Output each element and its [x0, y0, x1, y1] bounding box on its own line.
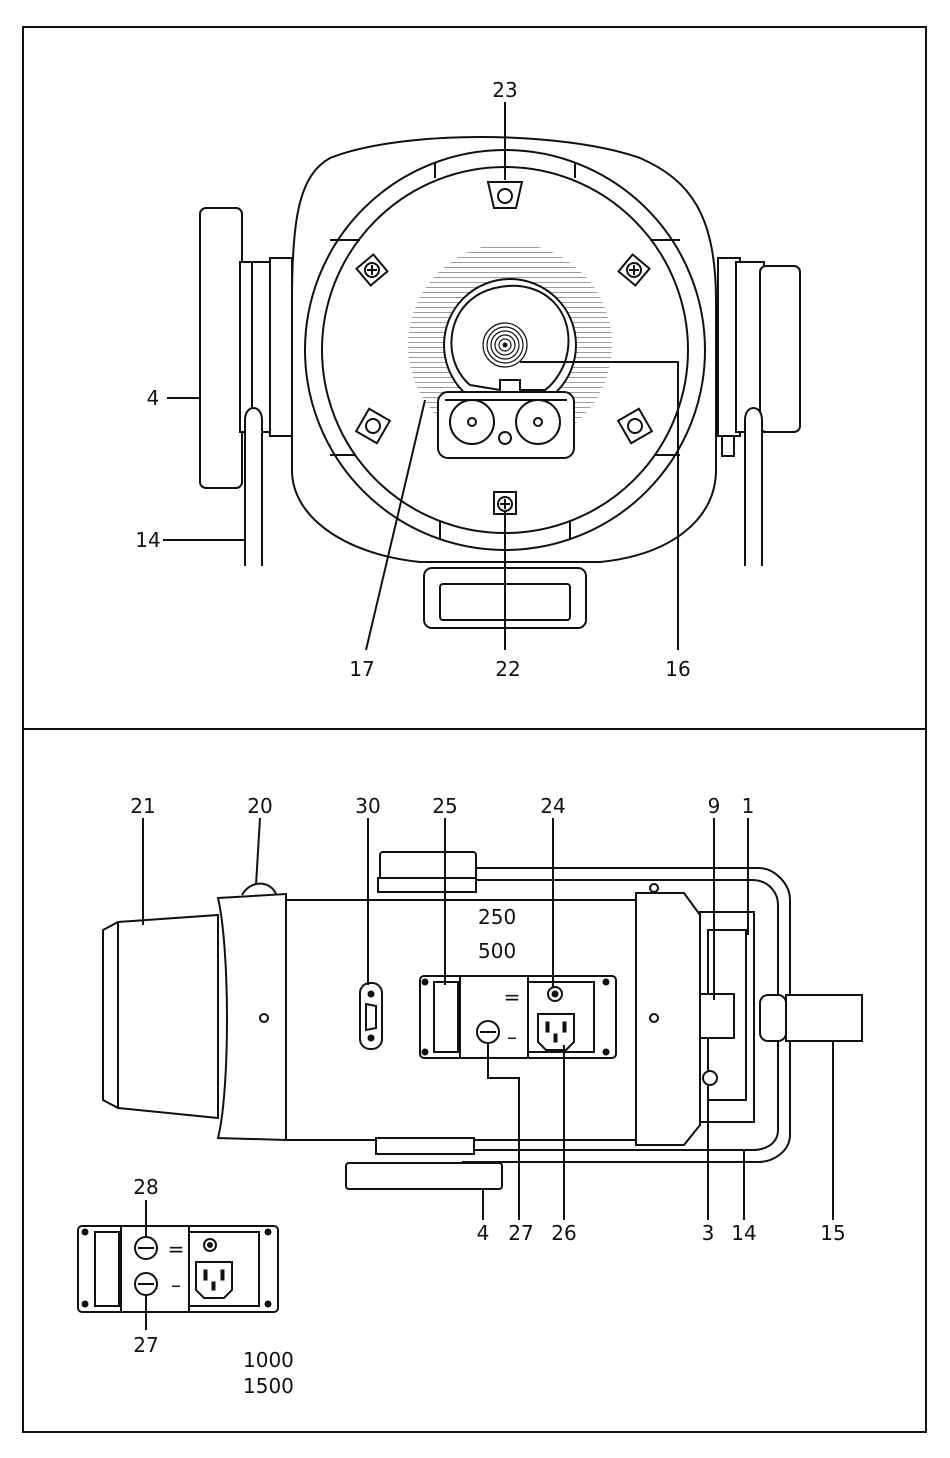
panel-minus-symbol: – — [507, 1025, 517, 1049]
callout-27: 27 — [508, 1221, 533, 1245]
panel-dc-symbol: = — [504, 985, 521, 1009]
callout-3: 3 — [702, 1221, 715, 1245]
screw-bottom — [494, 492, 516, 514]
callout-26: 26 — [551, 1221, 576, 1245]
inset-panel: = – 28 27 1000 1500 — [78, 1175, 294, 1398]
callout-28: 28 — [133, 1175, 158, 1199]
callout-4: 4 — [147, 386, 160, 410]
callout-30: 30 — [355, 794, 380, 818]
callout-27-inset: 27 — [133, 1333, 158, 1357]
serial-connector — [360, 983, 382, 1049]
side-view: = – 250 500 21 20 30 25 24 9 1 4 27 26 3… — [103, 794, 862, 1245]
callout-24: 24 — [540, 794, 565, 818]
callout-25: 25 — [432, 794, 457, 818]
callout-17: 17 — [349, 657, 374, 681]
callout-22: 22 — [495, 657, 520, 681]
callout-21: 21 — [130, 794, 155, 818]
front-lens — [103, 915, 218, 1118]
model-label-500: 500 — [478, 939, 516, 963]
callout-15: 15 — [820, 1221, 845, 1245]
callout-23: 23 — [492, 78, 517, 102]
callout-14: 14 — [135, 528, 160, 552]
inset-minus-symbol: – — [171, 1273, 181, 1297]
power-panel: = – — [420, 976, 616, 1058]
front-view: 23 4 14 17 22 16 — [135, 78, 800, 681]
callout-20: 20 — [247, 794, 272, 818]
callout-1: 1 — [742, 794, 755, 818]
inset-dc-symbol: = — [168, 1237, 185, 1261]
model-label-1500: 1500 — [243, 1374, 294, 1398]
model-label-250: 250 — [478, 905, 516, 929]
callout-16: 16 — [665, 657, 690, 681]
model-label-1000: 1000 — [243, 1348, 294, 1372]
callout-9: 9 — [708, 794, 721, 818]
callout-14-side: 14 — [731, 1221, 756, 1245]
bi-pin-socket — [438, 392, 574, 458]
callout-4-side: 4 — [477, 1221, 490, 1245]
